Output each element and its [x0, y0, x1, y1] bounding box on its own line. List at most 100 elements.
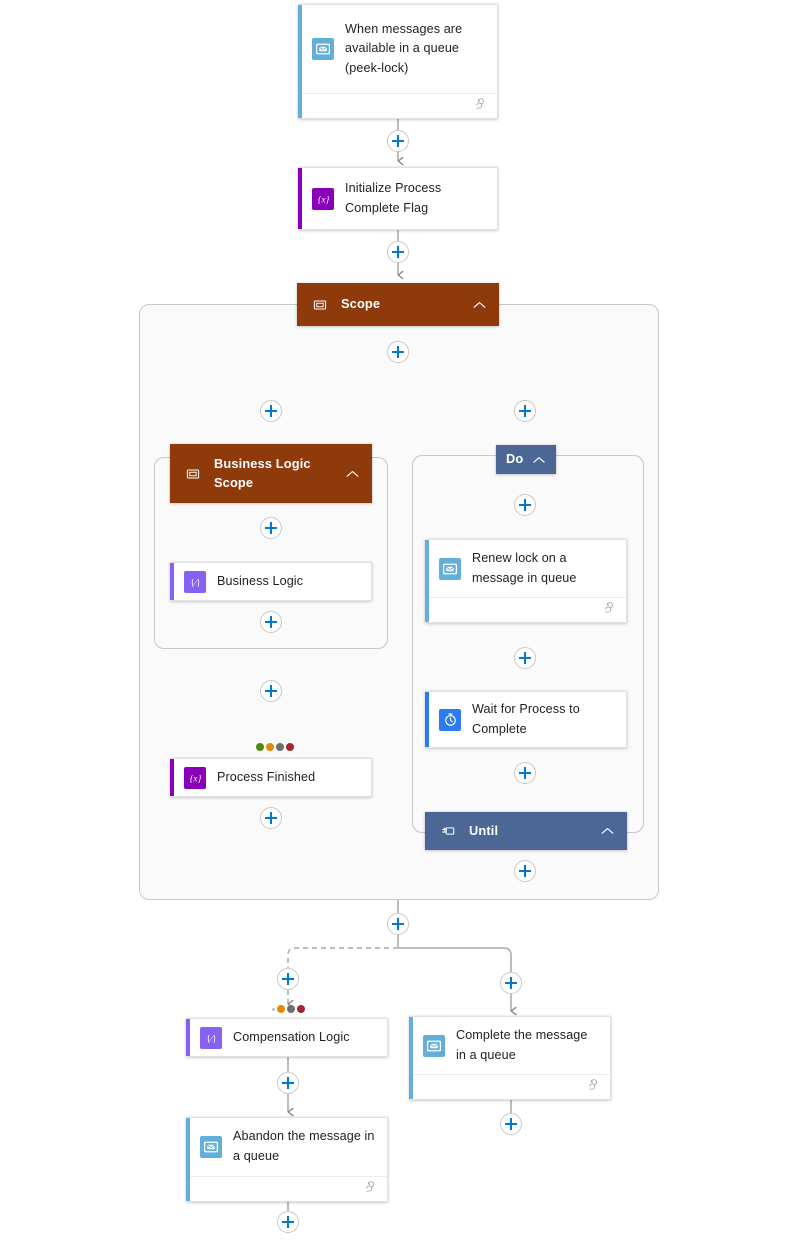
- add-step-after-renew-lock[interactable]: [514, 647, 536, 669]
- inline-code-icon: {∕}: [184, 570, 206, 593]
- card-footer: [429, 597, 626, 622]
- chevron-up-icon[interactable]: [344, 470, 360, 478]
- add-step-before-compensation-logic[interactable]: [277, 968, 299, 990]
- run-after-dot: [256, 743, 264, 751]
- add-step-after-scope[interactable]: [387, 913, 409, 935]
- action-label: Compensation Logic: [233, 1029, 350, 1044]
- add-step-after-abandon-message[interactable]: [277, 1211, 299, 1233]
- card-body: Complete the message in a queue: [409, 1017, 610, 1074]
- action-card-compensation-logic[interactable]: {∕} Compensation Logic: [186, 1018, 388, 1057]
- retry-policy-icon[interactable]: [473, 97, 486, 115]
- card-accent-bar: [425, 692, 429, 747]
- run-after-dot: [297, 1005, 305, 1013]
- retry-policy-icon[interactable]: [363, 1180, 376, 1198]
- card-accent-bar: [170, 759, 174, 796]
- add-step-before-do-loop[interactable]: [514, 400, 536, 422]
- add-step-after-wait-for-process[interactable]: [514, 762, 536, 784]
- action-label: Complete the message in a queue: [456, 1027, 588, 1062]
- svg-text:{∕}: {∕}: [206, 1033, 216, 1043]
- variable-icon: {x}: [184, 766, 206, 789]
- run-after-dot: [286, 743, 294, 751]
- card-body: {∕} Business Logic: [170, 563, 371, 600]
- scope-header-scope[interactable]: Scope: [297, 283, 499, 326]
- run-after-dot: [287, 1005, 295, 1013]
- chevron-up-icon[interactable]: [471, 301, 487, 309]
- action-card-abandon-message[interactable]: Abandon the message in a queue: [186, 1117, 388, 1202]
- add-step-before-business-logic-scope[interactable]: [260, 400, 282, 422]
- action-card-renew-lock[interactable]: Renew lock on a message in queue: [425, 539, 627, 623]
- retry-policy-icon[interactable]: [602, 601, 615, 619]
- run-after-dot: [266, 743, 274, 751]
- chevron-up-icon[interactable]: [599, 827, 615, 835]
- scope-header-business-logic-scope[interactable]: Business Logic Scope: [170, 444, 372, 503]
- variable-icon: {x}: [312, 187, 334, 210]
- loop-header-do[interactable]: Do: [496, 445, 556, 474]
- inline-code-icon: {∕}: [200, 1026, 222, 1049]
- card-accent-bar: [186, 1118, 190, 1201]
- run-after-status-dots-compensation-logic: [272, 1005, 305, 1013]
- scope-icon: [311, 298, 329, 312]
- scope-icon: [184, 467, 202, 481]
- add-step-after-trigger[interactable]: [387, 130, 409, 152]
- delay-clock-icon: [439, 708, 461, 731]
- card-accent-bar: [298, 5, 302, 118]
- card-body: {x} Process Finished: [170, 759, 371, 796]
- run-after-dot: [276, 743, 284, 751]
- run-after-dot: [277, 1005, 285, 1013]
- service-bus-icon: [439, 557, 461, 580]
- until-loop-icon: [439, 824, 457, 838]
- card-body: Renew lock on a message in queue: [425, 540, 626, 597]
- run-after-status-dots-process-finished: [256, 743, 294, 751]
- run-after-dot: [272, 1007, 275, 1011]
- add-step-after-init-flag[interactable]: [387, 241, 409, 263]
- scope-title: Scope: [341, 296, 381, 312]
- action-card-initialize-process-complete-flag[interactable]: {x} Initialize Process Complete Flag: [298, 167, 498, 230]
- trigger-label: When messages are available in a queue (…: [345, 21, 463, 75]
- action-card-complete-message[interactable]: Complete the message in a queue: [409, 1016, 611, 1100]
- action-label: Wait for Process to Complete: [472, 701, 580, 736]
- add-step-after-compensation-logic[interactable]: [277, 1072, 299, 1094]
- card-accent-bar: [186, 1019, 190, 1056]
- card-accent-bar: [298, 168, 302, 229]
- card-body: Wait for Process to Complete: [425, 692, 626, 747]
- card-footer: [413, 1074, 610, 1099]
- add-step-inside-scope[interactable]: [387, 341, 409, 363]
- scope-title: Business Logic Scope: [214, 455, 311, 490]
- trigger-card-service-bus-peek-lock[interactable]: When messages are available in a queue (…: [298, 4, 498, 119]
- card-body: {∕} Compensation Logic: [186, 1019, 387, 1056]
- action-card-process-finished[interactable]: {x} Process Finished: [170, 758, 372, 797]
- add-step-after-complete-message[interactable]: [500, 1113, 522, 1135]
- action-card-business-logic[interactable]: {∕} Business Logic: [170, 562, 372, 601]
- action-label: Process Finished: [217, 769, 316, 784]
- svg-text:{x}: {x}: [189, 774, 201, 784]
- add-step-inside-do-loop[interactable]: [514, 494, 536, 516]
- add-step-before-process-finished[interactable]: [260, 680, 282, 702]
- chevron-up-icon[interactable]: [531, 456, 547, 464]
- retry-policy-icon[interactable]: [586, 1078, 599, 1096]
- add-step-inside-business-logic-scope[interactable]: [260, 517, 282, 539]
- service-bus-icon: [423, 1034, 445, 1057]
- action-label: Abandon the message in a queue: [233, 1129, 375, 1163]
- card-footer: [190, 1176, 387, 1201]
- action-label: Renew lock on a message in queue: [472, 550, 577, 585]
- card-accent-bar: [425, 540, 429, 622]
- action-label: Business Logic: [217, 573, 304, 588]
- card-footer: [302, 93, 497, 118]
- add-step-before-complete-message[interactable]: [500, 972, 522, 994]
- card-body: Abandon the message in a queue: [186, 1118, 387, 1176]
- loop-title: Do: [506, 451, 524, 467]
- action-label: Initialize Process Complete Flag: [345, 180, 442, 215]
- card-accent-bar: [409, 1017, 413, 1099]
- svg-text:{∕}: {∕}: [190, 577, 200, 587]
- card-body: When messages are available in a queue (…: [298, 5, 497, 93]
- svg-text:{x}: {x}: [317, 195, 329, 205]
- loop-header-until[interactable]: Until: [425, 812, 627, 850]
- action-card-wait-for-process-to-complete[interactable]: Wait for Process to Complete: [425, 691, 627, 748]
- service-bus-icon: [200, 1136, 222, 1158]
- add-step-after-until-loop[interactable]: [514, 860, 536, 882]
- add-step-after-process-finished[interactable]: [260, 807, 282, 829]
- add-step-after-business-logic[interactable]: [260, 611, 282, 633]
- card-accent-bar: [170, 563, 174, 600]
- service-bus-icon: [312, 38, 334, 60]
